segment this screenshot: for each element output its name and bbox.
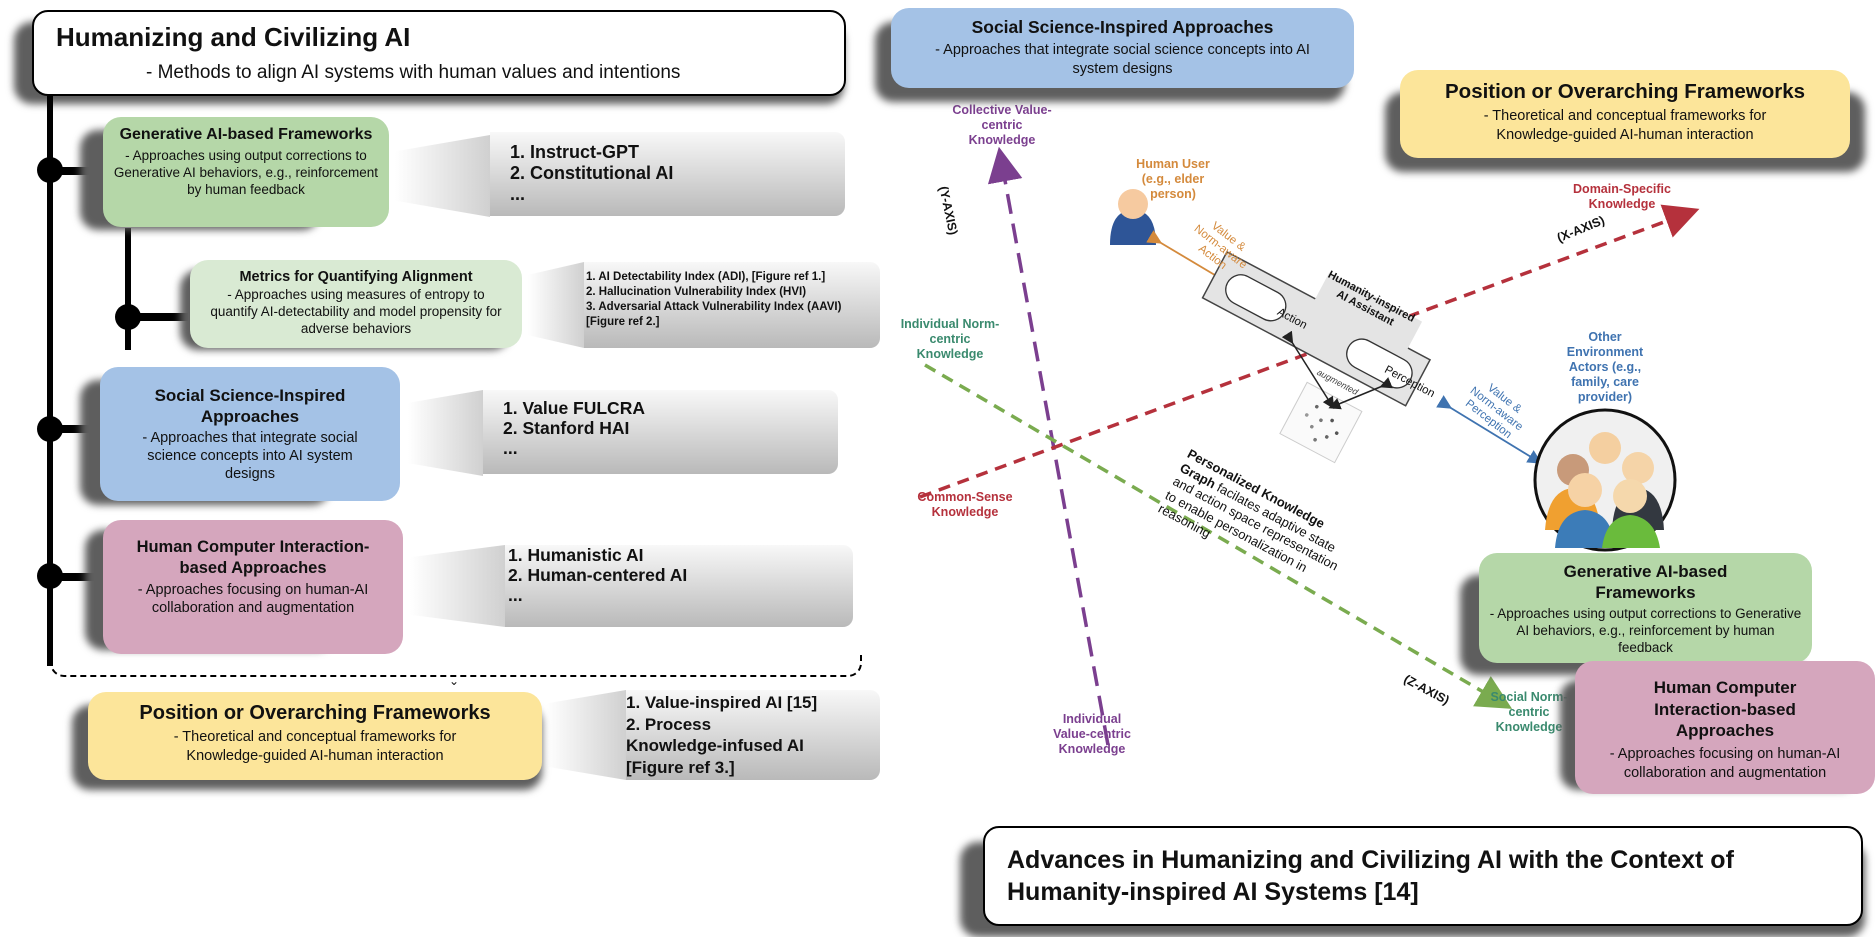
category-desc: - Theoretical and conceptual frameworks … [173, 729, 457, 764]
example-item: 1. Instruct-GPT [510, 142, 640, 162]
footer-title-box: Advances in Humanizing and Civilizing AI… [983, 826, 1863, 926]
perception-arrow [1436, 395, 1543, 464]
category-title: Social Science-Inspired Approaches [154, 386, 346, 426]
right-hci-box: Human Computer Interaction-based Approac… [1575, 661, 1875, 794]
category-title: Human Computer Interaction-based Approac… [136, 538, 370, 577]
example-item: 1. Value-inspired AI [15] [626, 693, 818, 712]
example-item: 2. Hallucination Vulnerability Index (HV… [586, 286, 807, 298]
category-desc: - Approaches that integrate social scien… [142, 430, 358, 482]
human-user-label: Human User (e.g., elder person) [1136, 157, 1210, 201]
bracket-tip: ⌄ [449, 674, 460, 688]
funnel-connector [395, 135, 490, 217]
y-axis-line [987, 146, 1110, 746]
y-axis-bottom-label: Individual Value-centric Knowledge [1053, 712, 1131, 756]
right-generative-box: Generative AI-based Frameworks - Approac… [1479, 553, 1812, 663]
right-social-title: Social Science-Inspired Approaches [971, 17, 1274, 37]
right-position-title: Position or Overarching Frameworks [1445, 80, 1805, 103]
tree-connector [128, 313, 188, 321]
right-hci-desc: - Approaches focusing on human-AI collab… [1609, 745, 1841, 781]
tree-connector [50, 167, 105, 175]
category-card-hci: Human Computer Interaction-based Approac… [103, 520, 403, 654]
x-axis-left-label: Common-Sense Knowledge [917, 490, 1013, 519]
z-axis-bottom-label: Social Norm-centric Knowledge [1490, 690, 1568, 734]
tree-trunk-line [47, 96, 53, 666]
example-item: 1. Humanistic AI [508, 545, 644, 565]
example-item: ... [508, 585, 523, 605]
example-item: Knowledge-infused AI [626, 736, 804, 755]
x-axis-right-label: Domain-Specific Knowledge [1573, 182, 1671, 211]
category-desc: - Approaches using measures of entropy t… [210, 287, 502, 336]
z-axis-line [924, 363, 1513, 709]
other-actors-label: Other Environment Actors (e.g., family, … [1566, 330, 1644, 404]
example-item: 2. Process [626, 714, 712, 734]
examples-panel-metrics: 1. AI Detectability Index (ADI), [Figure… [584, 262, 880, 348]
category-card-generative: Generative AI-based Frameworks - Approac… [103, 117, 389, 227]
right-generative-desc: - Approaches using output corrections to… [1489, 606, 1802, 655]
y-axis-top-label: Collective Value-centric Knowledge [952, 103, 1052, 147]
footer-title: Advances in Humanizing and Civilizing AI… [1007, 846, 1734, 906]
example-item: 2. Stanford HAI [503, 418, 630, 438]
tree-connector [50, 425, 102, 433]
funnel-connector [408, 390, 483, 476]
z-axis-top-label: Individual Norm-centric Knowledge [900, 317, 1000, 361]
example-item: 3. Adversarial Attack Vulnerability Inde… [586, 301, 842, 313]
examples-panel-hci: 1. Humanistic AI 2. Human-centered AI ..… [505, 545, 853, 627]
tree-branch-line [125, 228, 131, 350]
example-item: ... [510, 184, 526, 204]
right-social-box: Social Science-Inspired Approaches - App… [891, 8, 1354, 88]
category-title: Generative AI-based Frameworks [119, 126, 373, 143]
example-item: 1. AI Detectability Index (ADI), [Figure… [586, 271, 826, 283]
category-desc: - Approaches focusing on human-AI collab… [137, 582, 369, 616]
human-user-icon [1110, 189, 1156, 245]
category-title: Position or Overarching Frameworks [139, 702, 491, 724]
example-item: 2. Human-centered AI [508, 565, 688, 585]
action-kg-arrow [1281, 330, 1335, 410]
example-item: 1. Value FULCRA [503, 398, 645, 418]
category-card-position: Position or Overarching Frameworks - The… [88, 692, 542, 780]
right-position-desc: - Theoretical and conceptual frameworks … [1483, 108, 1767, 143]
funnel-connector [528, 262, 584, 348]
right-generative-title: Generative AI-based Frameworks [1563, 562, 1728, 602]
perception-kg-arrow [1328, 377, 1393, 410]
left-header-box: Humanizing and Civilizing AI - Methods t… [32, 10, 846, 96]
right-hci-title: Human Computer Interaction-based Approac… [1653, 678, 1797, 740]
right-position-box: Position or Overarching Frameworks - The… [1400, 70, 1850, 158]
examples-panel-generative: 1. Instruct-GPT 2. Constitutional AI ... [490, 132, 845, 216]
category-title: Metrics for Quantifying Alignment [239, 269, 473, 285]
example-item: ... [503, 438, 518, 458]
funnel-connector [410, 545, 505, 627]
left-header-subtitle: - Methods to align AI systems with human… [146, 62, 681, 83]
left-header-title: Humanizing and Civilizing AI [56, 22, 411, 52]
category-desc: - Approaches using output corrections to… [113, 148, 379, 197]
tree-connector [50, 573, 105, 581]
other-actors-icon [1533, 408, 1677, 552]
example-item: [Figure ref 2.] [586, 316, 660, 328]
category-card-metrics: Metrics for Quantifying Alignment - Appr… [190, 260, 522, 348]
examples-panel-social: 1. Value FULCRA 2. Stanford HAI ... [483, 390, 838, 474]
grouping-bracket [50, 655, 862, 677]
funnel-connector [546, 690, 626, 780]
right-social-desc: - Approaches that integrate social scien… [935, 42, 1310, 77]
example-item: 2. Constitutional AI [510, 163, 674, 183]
category-card-social: Social Science-Inspired Approaches - App… [100, 367, 400, 501]
ai-assistant-block [1201, 250, 1432, 407]
examples-panel-position: 1. Value-inspired AI [15] 2. Process Kno… [626, 690, 880, 780]
example-item: [Figure ref 3.] [626, 757, 735, 777]
